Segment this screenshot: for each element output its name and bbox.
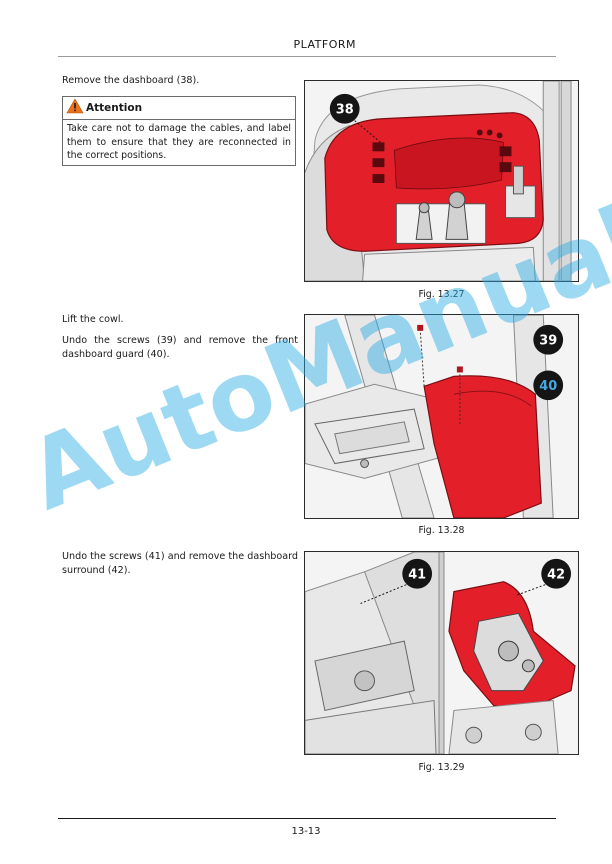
step-2-text-line-2: Undo the screws (39) and remove the fron… xyxy=(62,335,298,360)
callout-42: 42 xyxy=(515,558,572,597)
figure-13-28-caption: Fig. 13.28 xyxy=(418,525,465,536)
attention-header: Attention xyxy=(63,97,295,120)
callout-40: 40 xyxy=(533,370,564,401)
callout-39: 39 xyxy=(533,324,564,355)
callout-38: 38 xyxy=(329,93,381,143)
header-divider xyxy=(58,56,556,57)
figure-13-29: 41 42 xyxy=(304,551,579,755)
callout-39-label: 39 xyxy=(539,334,557,349)
callout-41: 41 xyxy=(360,558,433,604)
callout-38-label: 38 xyxy=(336,103,354,118)
figure-13-27: 38 xyxy=(304,80,579,282)
callout-41-label: 41 xyxy=(408,568,426,583)
warning-triangle-icon xyxy=(66,98,84,118)
attention-text: Take care not to damage the cables, and … xyxy=(67,123,291,161)
figure-13-29-caption: Fig. 13.29 xyxy=(418,762,465,773)
figure-13-27-caption: Fig. 13.27 xyxy=(418,289,465,300)
step-2-text-line-1: Lift the cowl. xyxy=(62,314,124,325)
callout-42-label: 42 xyxy=(547,568,565,583)
page-number: 13-13 xyxy=(291,826,321,837)
front-dashboard-guard-highlight xyxy=(423,375,542,518)
attention-box: Attention Take care not to damage the ca… xyxy=(62,96,296,166)
step-1-text: Remove the dashboard (38). xyxy=(62,75,200,86)
footer-divider xyxy=(58,818,556,819)
callout-40-label: 40 xyxy=(539,379,557,394)
attention-label: Attention xyxy=(86,102,143,114)
figure-13-28: 39 40 xyxy=(304,314,579,519)
section-title: PLATFORM xyxy=(293,38,356,51)
step-3-text: Undo the screws (41) and remove the dash… xyxy=(62,551,298,576)
